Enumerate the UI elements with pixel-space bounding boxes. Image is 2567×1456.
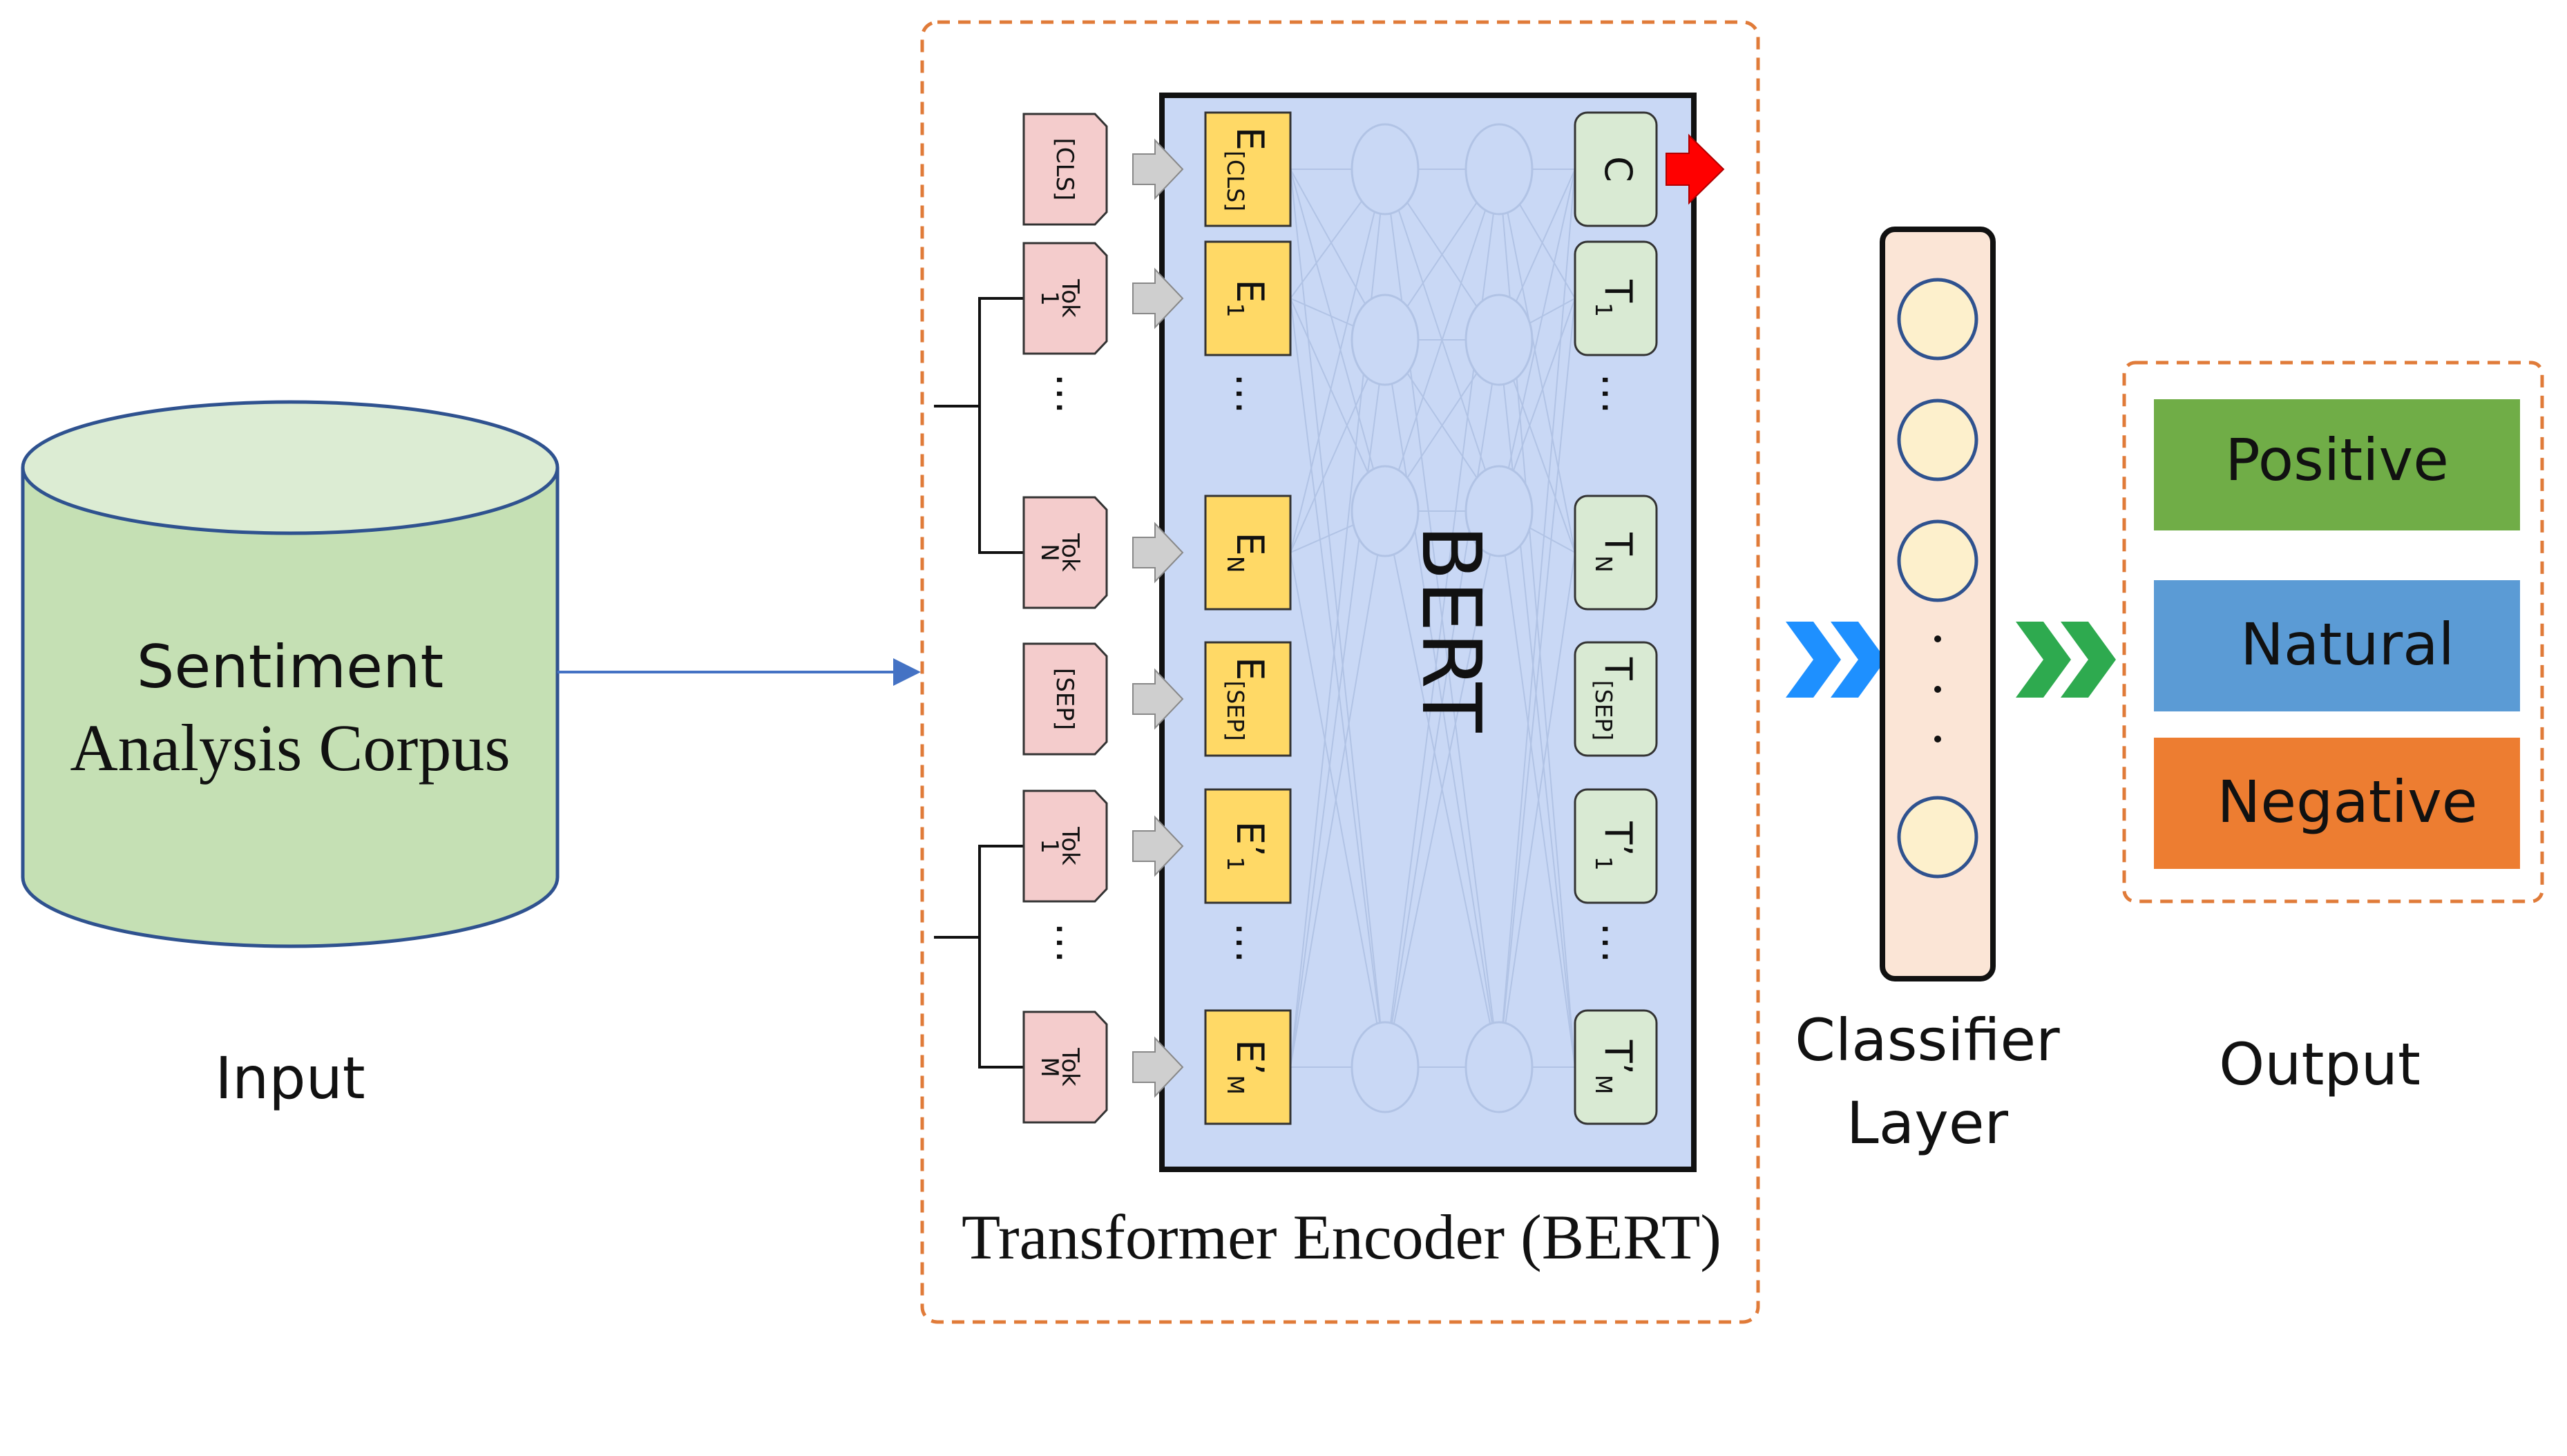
ellipsis-glyph: … [1226,373,1275,414]
embedding-label: EN [1223,533,1272,573]
token-arrow [1132,267,1184,329]
output-token-label: TN [1591,532,1641,573]
embedding-label: E[SEP] [1223,657,1272,741]
classifier-caption-line1: Classifier [1795,1006,2060,1074]
database-label-line1: Sentiment [137,633,444,702]
input-token-label: [CLS] [1051,138,1079,201]
output-token-box [1574,641,1658,757]
embedding-box [1204,111,1292,227]
input-database [21,400,560,948]
ellipsis-glyph: … [1047,373,1095,414]
hidden-neuron [1351,1021,1420,1113]
output-token-label: T’M [1591,1040,1641,1095]
token-arrow [1132,815,1184,877]
output-token-box [1574,240,1658,356]
embedding-label: E’M [1223,1040,1272,1095]
token-arrow [1132,521,1184,584]
input-token-box [1022,113,1108,226]
output-token-box [1574,788,1658,904]
input-token-index: N [1036,544,1064,561]
embedding-label: E1 [1223,279,1272,317]
output-token-label: T[SEP] [1591,657,1641,740]
class-negative-box [2154,738,2520,869]
class-positive-box [2154,399,2520,530]
encoder-dashed-container [920,20,1760,1324]
input-token-index: 1 [1036,839,1064,854]
class-natural-box [2154,580,2520,711]
token-arrow [1132,1036,1184,1098]
output-token-box [1574,1009,1658,1125]
input-token-label: Tok [1057,1047,1085,1086]
cls-output-arrow [1666,133,1725,205]
classifier-neurons [1897,278,1978,879]
input-token-label: [SEP] [1051,668,1079,730]
encoder-caption: Transformer Encoder (BERT) [962,1202,1721,1272]
embedding-box [1204,788,1292,904]
ellipsis-layer: … … … … … … [1047,373,1641,964]
ellipsis-glyph: … [1592,373,1641,414]
input-token-index: 1 [1036,291,1064,306]
input-token-box [1022,642,1108,756]
class-positive-label: Positive [2225,426,2449,494]
token-group-brackets [934,297,1024,1069]
input-arrow-layer [1132,138,1184,1098]
ellipsis-glyph: … [1592,922,1641,964]
output-caption: Output [2219,1031,2421,1098]
class-natural-label: Natural [2240,611,2454,678]
output-token-label: T’1 [1591,821,1641,870]
output-token-label: T1 [1591,279,1641,317]
embedding-box [1204,641,1292,757]
chevron-right-icon [2016,622,2116,698]
ellipsis-glyph: … [1047,922,1095,964]
output-token-box [1574,111,1658,227]
hidden-neuron [1464,123,1534,215]
input-caption: Input [215,1044,365,1112]
embedding-box [1204,1009,1292,1125]
hidden-neuron [1464,1021,1534,1113]
chevron-right-icon [1786,622,1886,698]
ellipsis-glyph: … [1226,922,1275,964]
embedding-label: E[CLS] [1223,127,1272,211]
embedding-box [1204,495,1292,611]
database-label-line2: Analysis Corpus [70,711,510,785]
hidden-neuron [1464,465,1534,557]
output-token-label: C [1596,156,1640,182]
input-token-box [1022,496,1108,609]
hidden-neuron [1464,294,1534,386]
output-token-box [1574,495,1658,611]
input-token-index: M [1036,1057,1064,1077]
input-token-label: Tok [1057,533,1085,572]
embedding-box [1204,240,1292,356]
input-token-box [1022,242,1108,355]
hidden-neuron [1351,465,1420,557]
input-token-label: Tok [1057,278,1085,318]
bert-label: BERT [1404,525,1499,734]
embedding-label: E’1 [1223,821,1272,871]
input-token-box [1022,1010,1108,1124]
classifier-ellipsis-dots [1934,635,1941,743]
bert-network [1290,123,1576,1113]
class-negative-label: Negative [2217,768,2478,836]
input-token-label: Tok [1057,826,1085,865]
input-token-box [1022,789,1108,903]
classifier-caption-line2: Layer [1846,1089,2009,1157]
hidden-neuron [1351,123,1420,215]
output-dashed-container [2122,361,2544,903]
hidden-neuron [1351,294,1420,386]
token-arrow [1132,138,1184,200]
token-arrow [1132,668,1184,730]
